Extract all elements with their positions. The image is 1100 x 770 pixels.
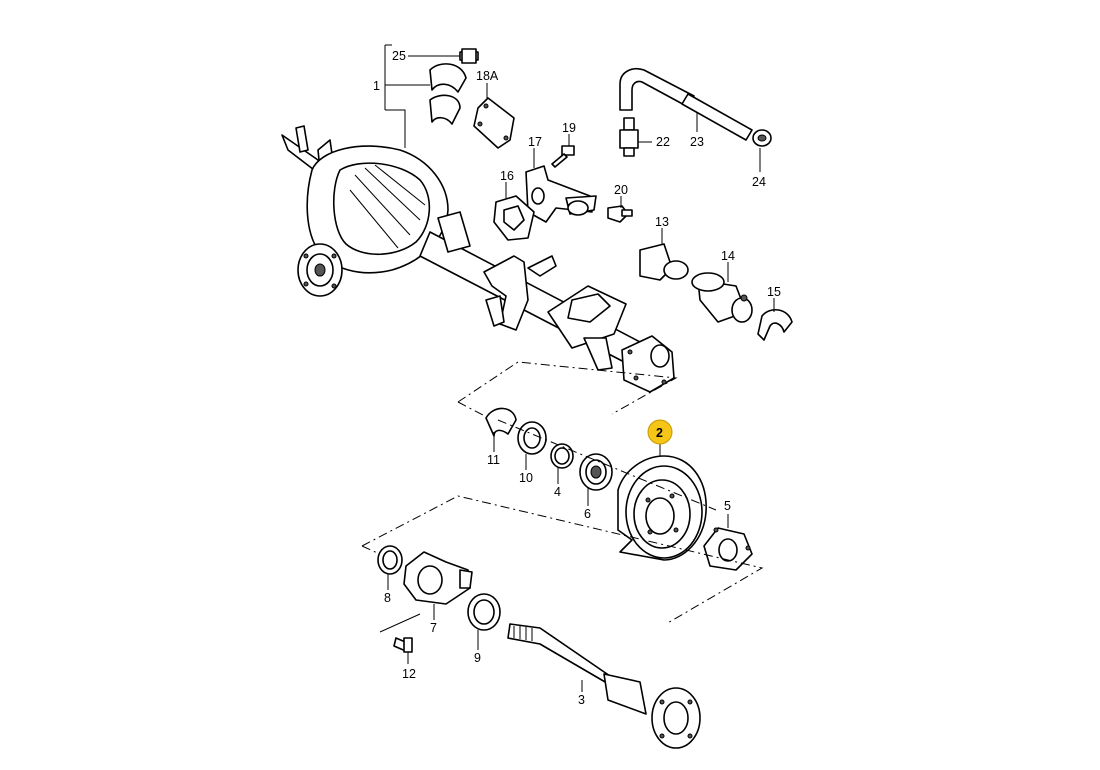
callout-25[interactable]: 25 bbox=[392, 49, 406, 63]
callout-1[interactable]: 1 bbox=[373, 79, 380, 93]
seal-part-8[interactable] bbox=[377, 545, 403, 575]
bracket-part-17[interactable] bbox=[525, 165, 597, 223]
callout-14[interactable]: 14 bbox=[721, 249, 735, 263]
seal-part-9[interactable] bbox=[467, 593, 501, 631]
hose-fitting-part-22[interactable] bbox=[619, 117, 639, 157]
circlip-part-11[interactable] bbox=[485, 407, 517, 437]
bolt-part-12[interactable] bbox=[393, 637, 413, 653]
callout-17[interactable]: 17 bbox=[528, 135, 542, 149]
sleeve-part-14[interactable] bbox=[691, 272, 753, 323]
clip-part-15[interactable] bbox=[757, 309, 793, 341]
wheel-bearing-part-6[interactable] bbox=[579, 453, 613, 491]
callout-2[interactable]: 2 bbox=[656, 426, 663, 440]
callout-19[interactable]: 19 bbox=[562, 121, 576, 135]
callout-20[interactable]: 20 bbox=[614, 183, 628, 197]
bolt-part-19[interactable] bbox=[551, 145, 575, 168]
seal-part-10[interactable] bbox=[517, 421, 547, 455]
callout-13[interactable]: 13 bbox=[655, 215, 669, 229]
bolt-part-25[interactable] bbox=[459, 48, 479, 64]
callout-16[interactable]: 16 bbox=[500, 169, 514, 183]
brake-disc-part-2[interactable] bbox=[617, 455, 707, 561]
callout-2-highlight[interactable] bbox=[647, 419, 673, 445]
callout-8[interactable]: 8 bbox=[384, 591, 391, 605]
callout-10[interactable]: 10 bbox=[519, 471, 533, 485]
callout-11[interactable]: 11 bbox=[487, 453, 500, 467]
vent-hose-part-23[interactable] bbox=[619, 68, 753, 141]
callout-6[interactable]: 6 bbox=[584, 507, 591, 521]
hub-flange-part-5[interactable] bbox=[703, 527, 753, 571]
callout-12[interactable]: 12 bbox=[402, 667, 416, 681]
gasket-part-16[interactable] bbox=[493, 195, 535, 241]
mounting-clamp-part-1[interactable] bbox=[429, 63, 467, 125]
cover-plate-part-18a[interactable] bbox=[473, 97, 515, 149]
boot-part-13[interactable] bbox=[639, 243, 689, 281]
callout-4[interactable]: 4 bbox=[554, 485, 561, 499]
callout-15[interactable]: 15 bbox=[767, 285, 781, 299]
breather-nipple-part-20[interactable] bbox=[607, 205, 633, 223]
callout-22[interactable]: 22 bbox=[656, 135, 670, 149]
callout-24[interactable]: 24 bbox=[752, 175, 766, 189]
callout-23[interactable]: 23 bbox=[690, 135, 704, 149]
axle-housing-assembly[interactable] bbox=[281, 125, 675, 393]
callout-9[interactable]: 9 bbox=[474, 651, 481, 665]
callout-3[interactable]: 3 bbox=[578, 693, 585, 707]
callout-7[interactable]: 7 bbox=[430, 621, 437, 635]
drive-shaft-part-3[interactable] bbox=[507, 623, 701, 749]
bearing-housing-part-7[interactable] bbox=[403, 551, 473, 605]
callout-5[interactable]: 5 bbox=[724, 499, 731, 513]
o-ring-part-4[interactable] bbox=[550, 443, 574, 469]
hose-cap-part-24[interactable] bbox=[752, 129, 772, 147]
callout-18a[interactable]: 18A bbox=[476, 69, 499, 83]
